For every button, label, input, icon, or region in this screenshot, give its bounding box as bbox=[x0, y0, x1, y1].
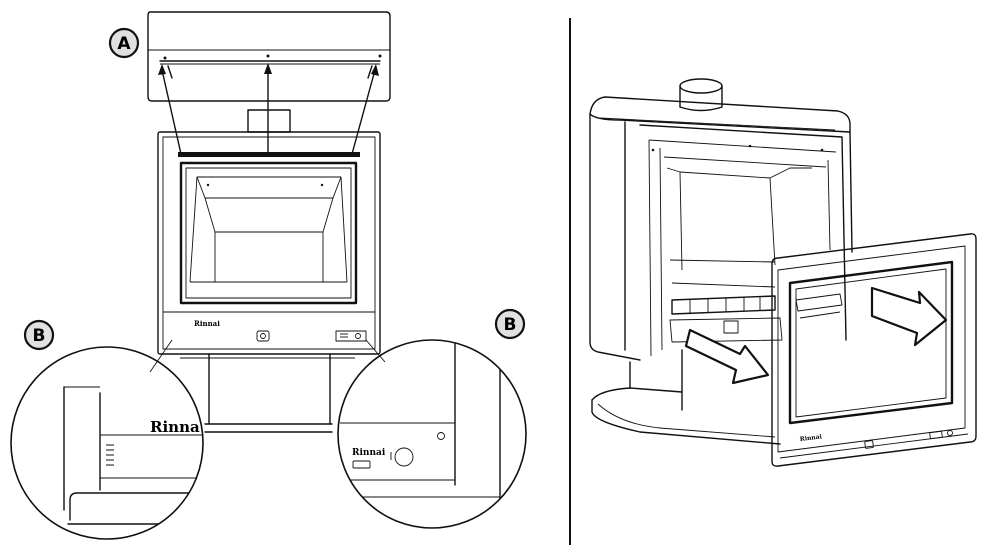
isometric-grate bbox=[669, 295, 783, 343]
callout-a: A bbox=[108, 27, 140, 59]
door-panel-logo: Rinnai bbox=[799, 433, 823, 443]
right-zoom-logo: Rinnai bbox=[352, 448, 386, 458]
door-removal-arrow-right bbox=[870, 286, 948, 347]
detail-a-inset bbox=[147, 11, 391, 102]
flue-stub bbox=[247, 109, 291, 133]
isometric-stove-body bbox=[589, 113, 853, 361]
callout-b-left-label: B bbox=[33, 326, 46, 346]
detail-a-arrows bbox=[158, 63, 379, 155]
zoom-detail-left: Rinna bbox=[10, 346, 204, 540]
glass-door-panel: Rinnai bbox=[771, 233, 977, 467]
stove-front-body: Rinnai bbox=[157, 131, 381, 355]
isometric-stove-top bbox=[589, 96, 851, 133]
callout-b-right: B bbox=[494, 308, 526, 340]
isometric-view-panel: Rinnai bbox=[589, 78, 977, 467]
front-panel-logo: Rinnai bbox=[194, 319, 220, 328]
front-view-panel: A bbox=[10, 11, 527, 540]
zoom-detail-right: Rinnai bbox=[337, 339, 527, 529]
left-zoom-logo: Rinna bbox=[150, 418, 200, 436]
isometric-base bbox=[591, 349, 781, 445]
callout-b-left: B bbox=[23, 319, 55, 351]
door-removal-arrow-left bbox=[684, 328, 770, 385]
callout-a-label: A bbox=[117, 34, 131, 54]
side-slot bbox=[106, 444, 114, 466]
stove-pedestal bbox=[180, 353, 355, 433]
isometric-flue bbox=[679, 78, 723, 112]
callout-b-right-label: B bbox=[504, 315, 517, 335]
